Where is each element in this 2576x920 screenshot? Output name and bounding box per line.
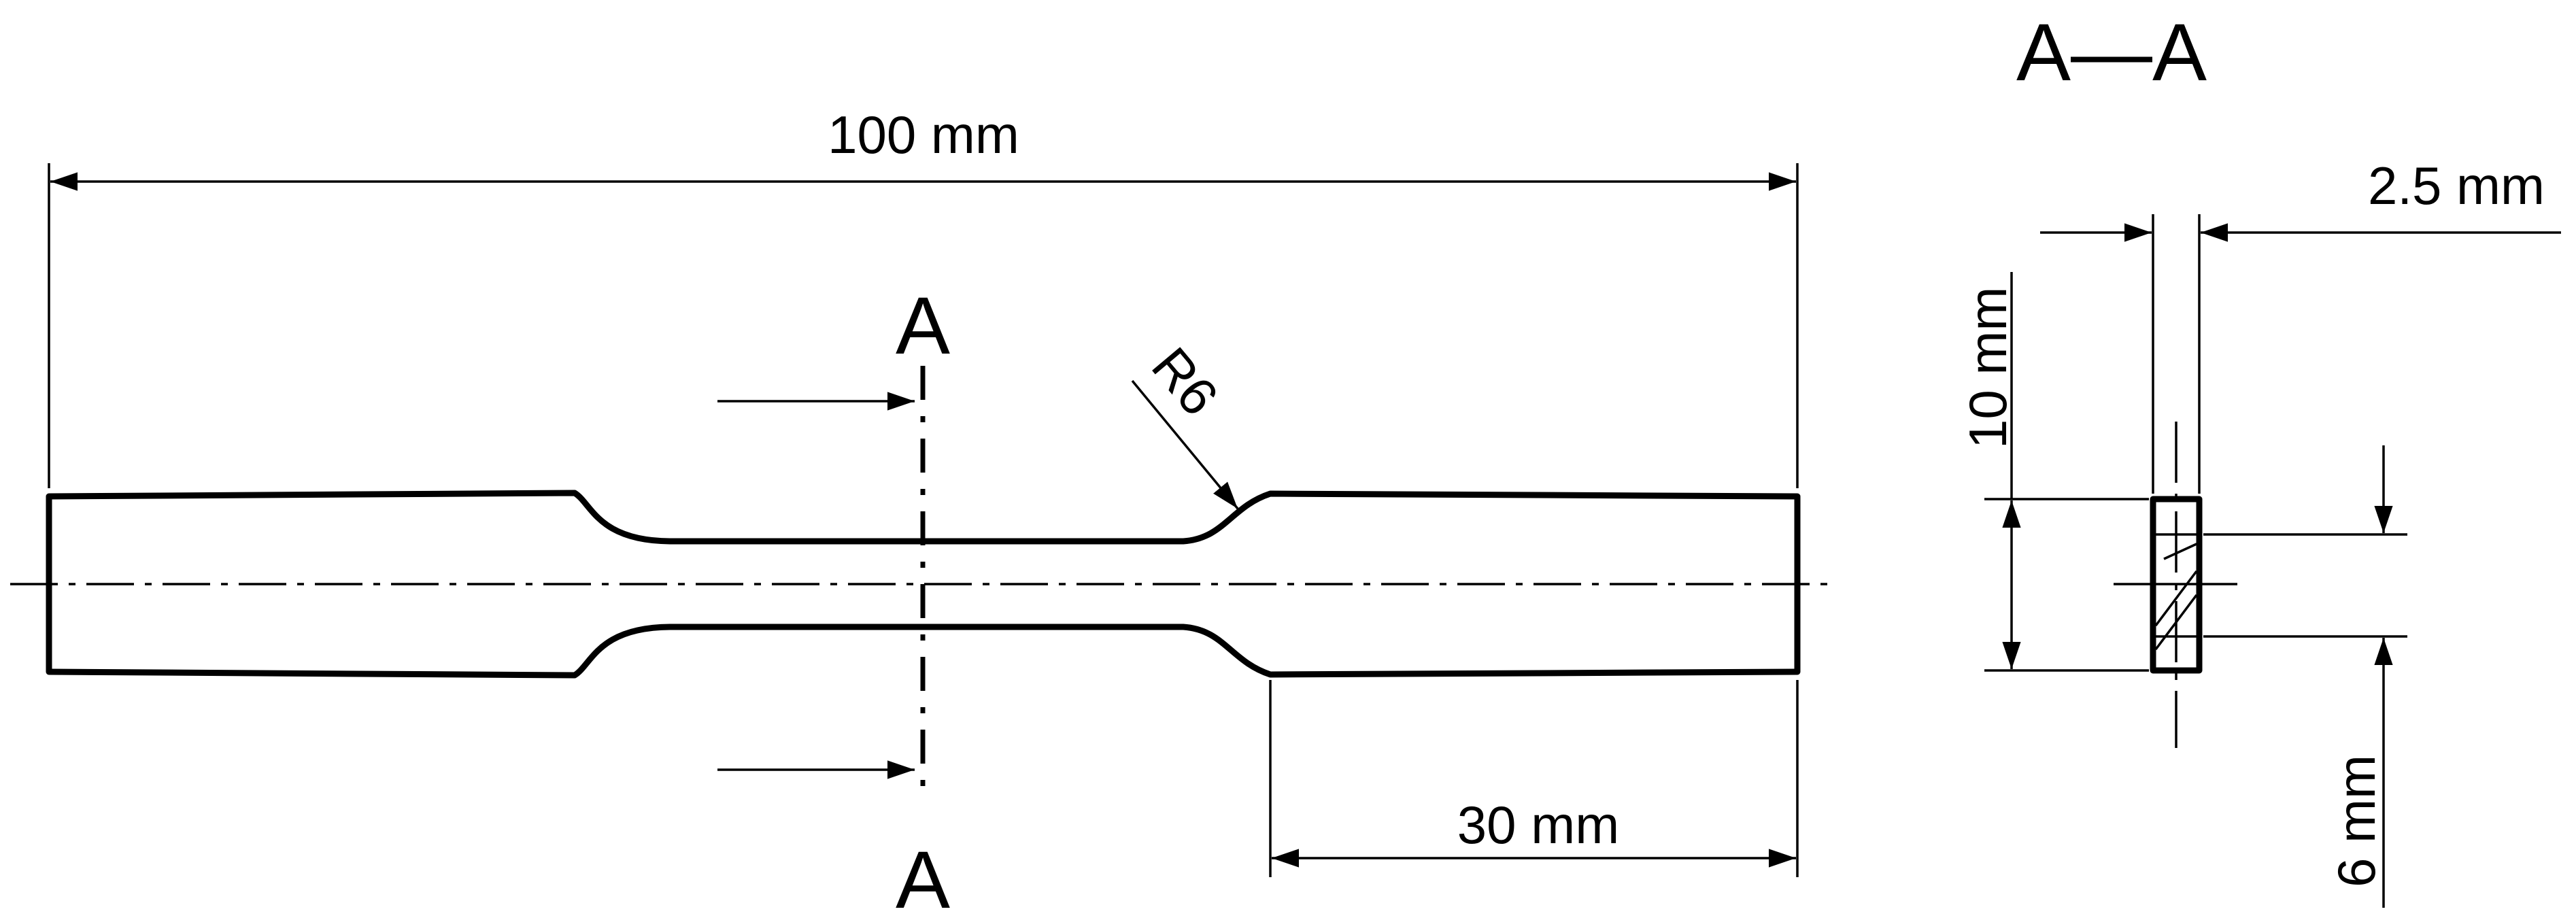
specimen-view xyxy=(10,490,1836,679)
fillet-radius-label: R6 xyxy=(1140,336,1230,426)
section-letter-bottom: A xyxy=(896,834,950,920)
thickness-label: 2.5 mm xyxy=(2368,156,2545,216)
section-letter-top: A xyxy=(896,280,950,371)
grip-length-dimension: 30 mm xyxy=(1269,680,1799,877)
width-overall-label: 10 mm xyxy=(1958,287,2018,449)
overall-length-dimension: 100 mm xyxy=(48,105,1799,488)
section-cutting-plane: A A xyxy=(717,280,950,920)
width-overall-dimension: 10 mm xyxy=(1958,272,2149,672)
section-title: A—A xyxy=(2016,7,2207,98)
specimen-upper-outline xyxy=(46,490,1801,545)
thickness-dimension: 2.5 mm xyxy=(2040,156,2561,494)
grip-length-label: 30 mm xyxy=(1457,795,1619,855)
overall-length-label: 100 mm xyxy=(828,105,1019,165)
section-view xyxy=(2114,422,2237,748)
width-gauge-dimension: 6 mm xyxy=(2203,445,2407,908)
width-gauge-label: 6 mm xyxy=(2326,755,2386,887)
specimen-lower-outline xyxy=(46,624,1801,679)
fillet-radius-leader: R6 xyxy=(1131,336,1239,510)
